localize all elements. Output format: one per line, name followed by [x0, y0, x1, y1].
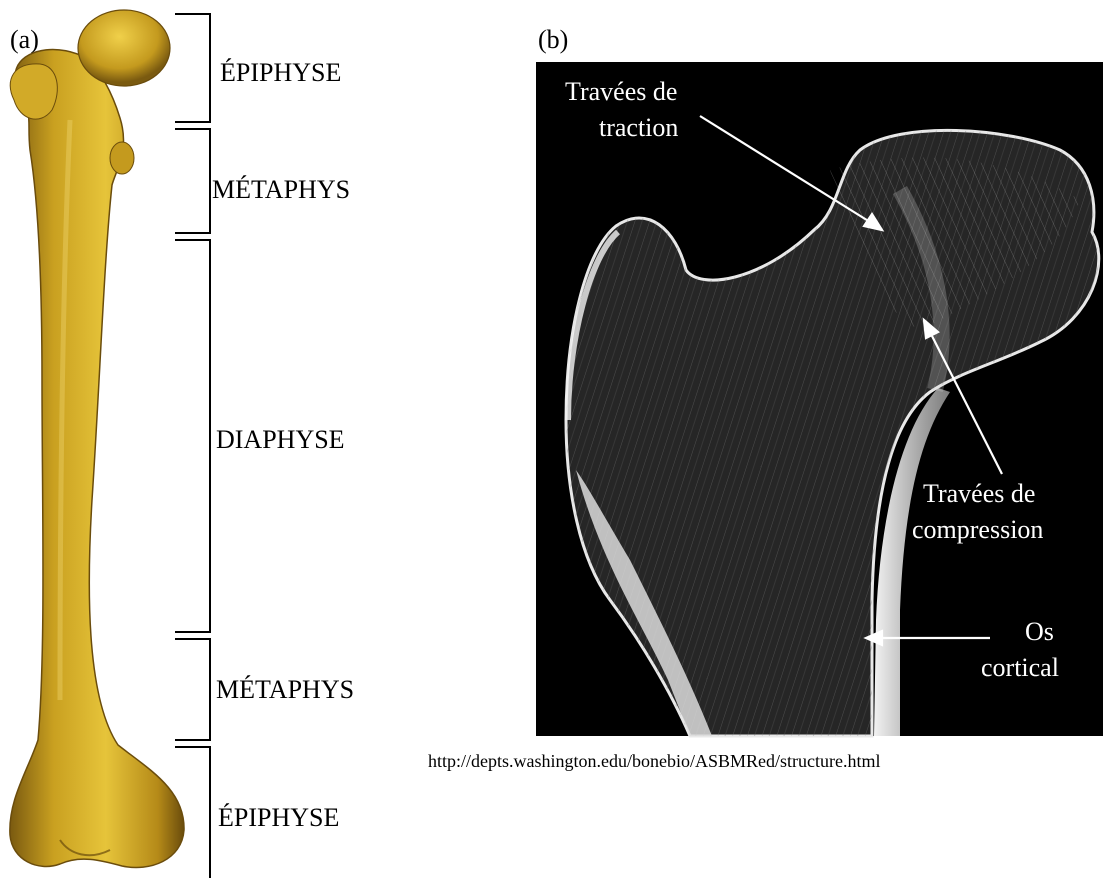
bracket-epiphyse-top — [175, 14, 210, 122]
femoral-head — [78, 10, 170, 86]
lesser-trochanter — [110, 142, 134, 174]
label-cortical-line1: Os — [1025, 617, 1054, 646]
zone-brackets — [175, 14, 210, 878]
femur-body — [10, 50, 184, 868]
zone-label-epiphyse-bottom: ÉPIPHYSE — [218, 803, 339, 832]
greater-trochanter — [10, 64, 57, 119]
label-compression-line1: Travées de — [923, 479, 1035, 508]
label-compression-line2: compression — [912, 515, 1043, 544]
zone-label-diaphyse: DIAPHYSE — [216, 425, 345, 454]
bracket-diaphyse — [175, 240, 210, 632]
zone-label-epiphyse-top: ÉPIPHYSE — [220, 58, 341, 87]
bracket-metaphyse-bottom — [175, 639, 210, 740]
label-traction-line2: traction — [599, 113, 678, 142]
femur-illustration — [10, 10, 184, 868]
panel-b-label: (b) — [538, 25, 568, 54]
zone-label-metaphyse-top: MÉTAPHYS — [212, 175, 350, 204]
source-url: http://depts.washington.edu/bonebio/ASBM… — [428, 751, 880, 771]
femur-section-image — [536, 62, 1103, 736]
zone-label-metaphyse-bottom: MÉTAPHYS — [216, 675, 354, 704]
label-traction-line1: Travées de — [565, 77, 677, 106]
bracket-metaphyse-top — [175, 129, 210, 233]
label-cortical-line2: cortical — [981, 653, 1059, 682]
panel-a-label: (a) — [10, 25, 39, 54]
